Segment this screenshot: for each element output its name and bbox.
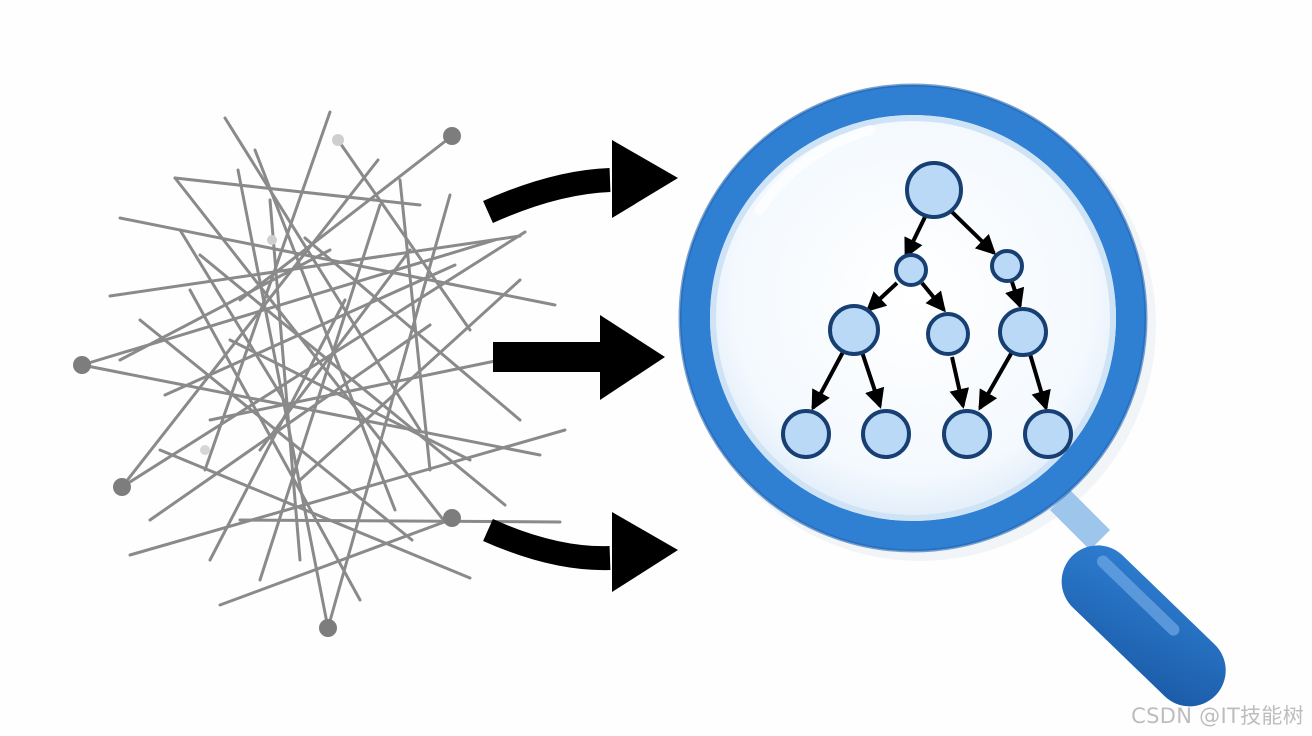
tree-node-root [905, 161, 963, 219]
tree-node [942, 409, 992, 459]
tree-edges [811, 210, 1051, 411]
tree-nodes [781, 161, 1073, 459]
watermark-text: CSDN @IT技能树 [1131, 704, 1304, 728]
tree-node [894, 253, 928, 287]
magnifier-handle [1061, 545, 1226, 707]
magnifier-ring [680, 85, 1146, 551]
tangle-endpoints [73, 127, 461, 637]
tree-node [926, 312, 970, 356]
tree-node [861, 409, 911, 459]
tree-node [990, 249, 1024, 283]
magnifying-glass-icon [678, 83, 1226, 707]
tree-node [1023, 409, 1073, 459]
right-arrow-icon [493, 315, 665, 400]
right-arrow-icon [483, 140, 678, 223]
tree-diagram-icon [781, 161, 1073, 459]
tangled-lines-icon [80, 110, 567, 630]
tree-node [781, 409, 831, 459]
tree-node [828, 304, 880, 356]
tree-node [998, 307, 1048, 357]
right-arrow-icon [483, 512, 678, 592]
